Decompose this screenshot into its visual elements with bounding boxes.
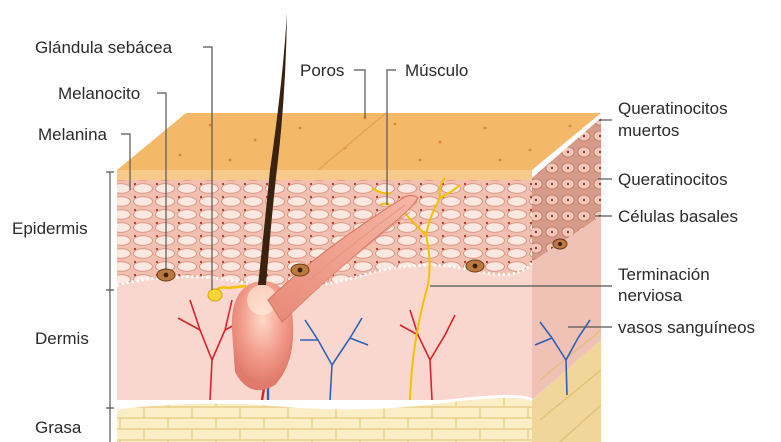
- label-grasa: Grasa: [35, 418, 82, 437]
- dermis-layer: [117, 290, 532, 400]
- label-queratinocitos-muertos-2: muertos: [618, 121, 679, 140]
- label-vasos-sanguineos: vasos sanguíneos: [618, 318, 755, 337]
- label-queratinocitos: Queratinocitos: [618, 170, 728, 189]
- label-melanocito: Melanocito: [58, 84, 140, 103]
- skin-surface: [117, 113, 601, 170]
- label-melanina: Melanina: [38, 125, 108, 144]
- label-dermis: Dermis: [35, 329, 89, 348]
- label-glandula-sebacea: Glándula sebácea: [35, 38, 173, 57]
- label-epidermis: Epidermis: [12, 219, 88, 238]
- label-terminacion-nerviosa: Terminación: [618, 265, 710, 284]
- label-celulas-basales: Células basales: [618, 207, 738, 226]
- label-terminacion-nerviosa-2: nerviosa: [618, 286, 683, 305]
- label-queratinocitos-muertos: Queratinocitos: [618, 99, 728, 118]
- label-poros: Poros: [300, 61, 344, 80]
- label-musculo: Músculo: [405, 61, 468, 80]
